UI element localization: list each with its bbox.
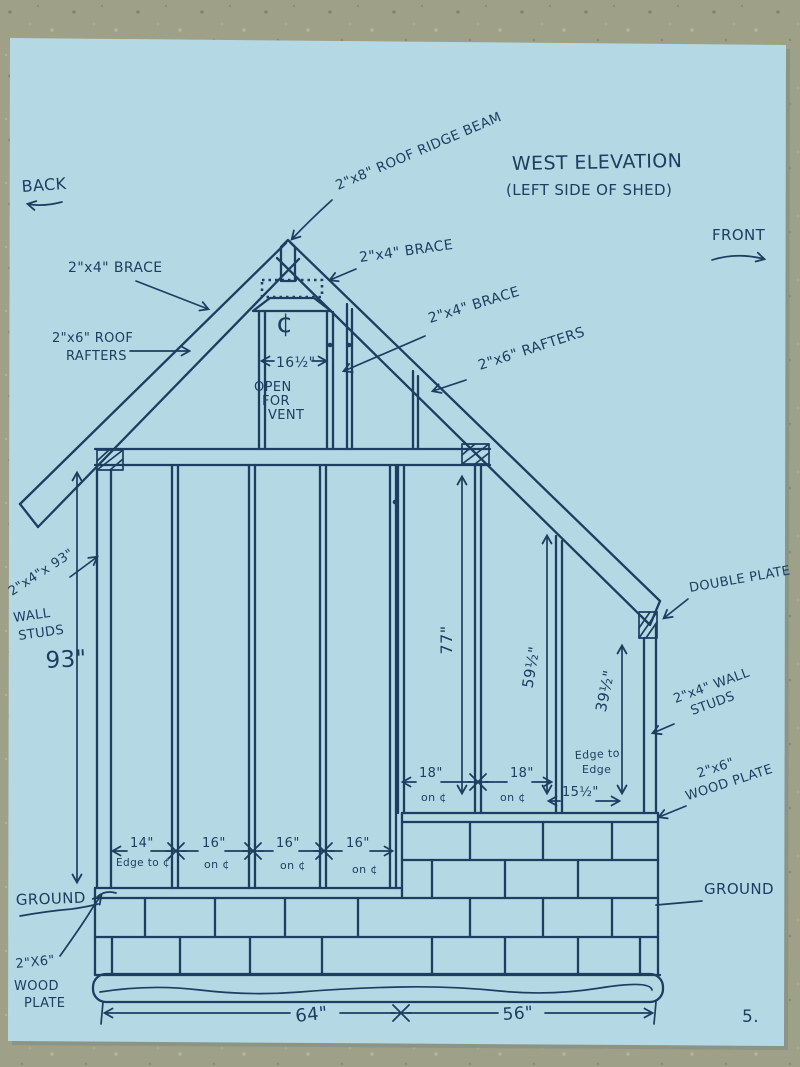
- edge-to-edge-2: Edge: [582, 763, 611, 776]
- wall-studs-left-2: STUDS: [17, 623, 65, 644]
- paper-sheet: [8, 38, 790, 1050]
- vent-label-1: OPEN: [254, 380, 292, 395]
- dim-16-b-note: on ¢: [280, 859, 306, 872]
- dim-16-b: 16": [276, 836, 300, 851]
- page-number: 5.: [742, 1007, 759, 1027]
- base-left-dim: 64": [294, 1003, 328, 1027]
- vent-label-2: FOR: [262, 394, 290, 409]
- wall-height-dim: 93": [45, 646, 87, 674]
- wood-plate-left-3: PLATE: [24, 996, 65, 1011]
- vent-width-dim: 16½": [276, 355, 315, 371]
- wall-studs-left-1: WALL: [12, 606, 51, 626]
- edge-to-edge-1: Edge to: [574, 747, 620, 762]
- dim-18-b-note: on ¢: [500, 791, 526, 804]
- ground-right-label: GROUND: [704, 880, 774, 898]
- dim-18-a: 18": [419, 766, 443, 781]
- ground-left-label: GROUND: [16, 889, 87, 909]
- footing: [91, 972, 665, 1004]
- dim-18-a-note: on ¢: [421, 791, 447, 804]
- dim-14-note: Edge to ¢: [116, 857, 170, 869]
- dim-16-c: 16": [346, 836, 370, 851]
- wood-plate-left-2: WOOD: [14, 979, 59, 994]
- stud-77-dim: 77": [437, 626, 456, 655]
- wall-framing: [95, 463, 658, 890]
- dim-15: 15½": [562, 785, 599, 800]
- roof-structure: [18, 238, 662, 627]
- title-line2: (LEFT SIDE OF SHED): [506, 181, 672, 199]
- back-label: BACK: [21, 174, 67, 196]
- centerline-symbol: ¢: [276, 308, 294, 339]
- vent-label-3: VENT: [268, 408, 304, 423]
- dim-14: 14": [130, 836, 154, 851]
- dim-16-a: 16": [202, 836, 226, 851]
- dim-18-b: 18": [510, 766, 534, 781]
- wood-plate-left-1: 2"X6": [15, 953, 56, 972]
- dim-16-c-note: on ¢: [352, 863, 378, 876]
- base-right-dim: 56": [502, 1003, 534, 1025]
- title-line1: WEST ELEVATION: [512, 150, 683, 175]
- front-label: FRONT: [712, 226, 766, 244]
- brace-left-label: 2"x4" BRACE: [68, 260, 163, 276]
- dimension-lines: [71, 355, 657, 1025]
- dim-16-a-note: on ¢: [204, 858, 230, 871]
- callout-leaders: [25, 199, 767, 957]
- roof-rafters-label-1: 2"x6" ROOF: [52, 331, 133, 346]
- roof-rafters-label-2: RAFTERS: [66, 349, 127, 364]
